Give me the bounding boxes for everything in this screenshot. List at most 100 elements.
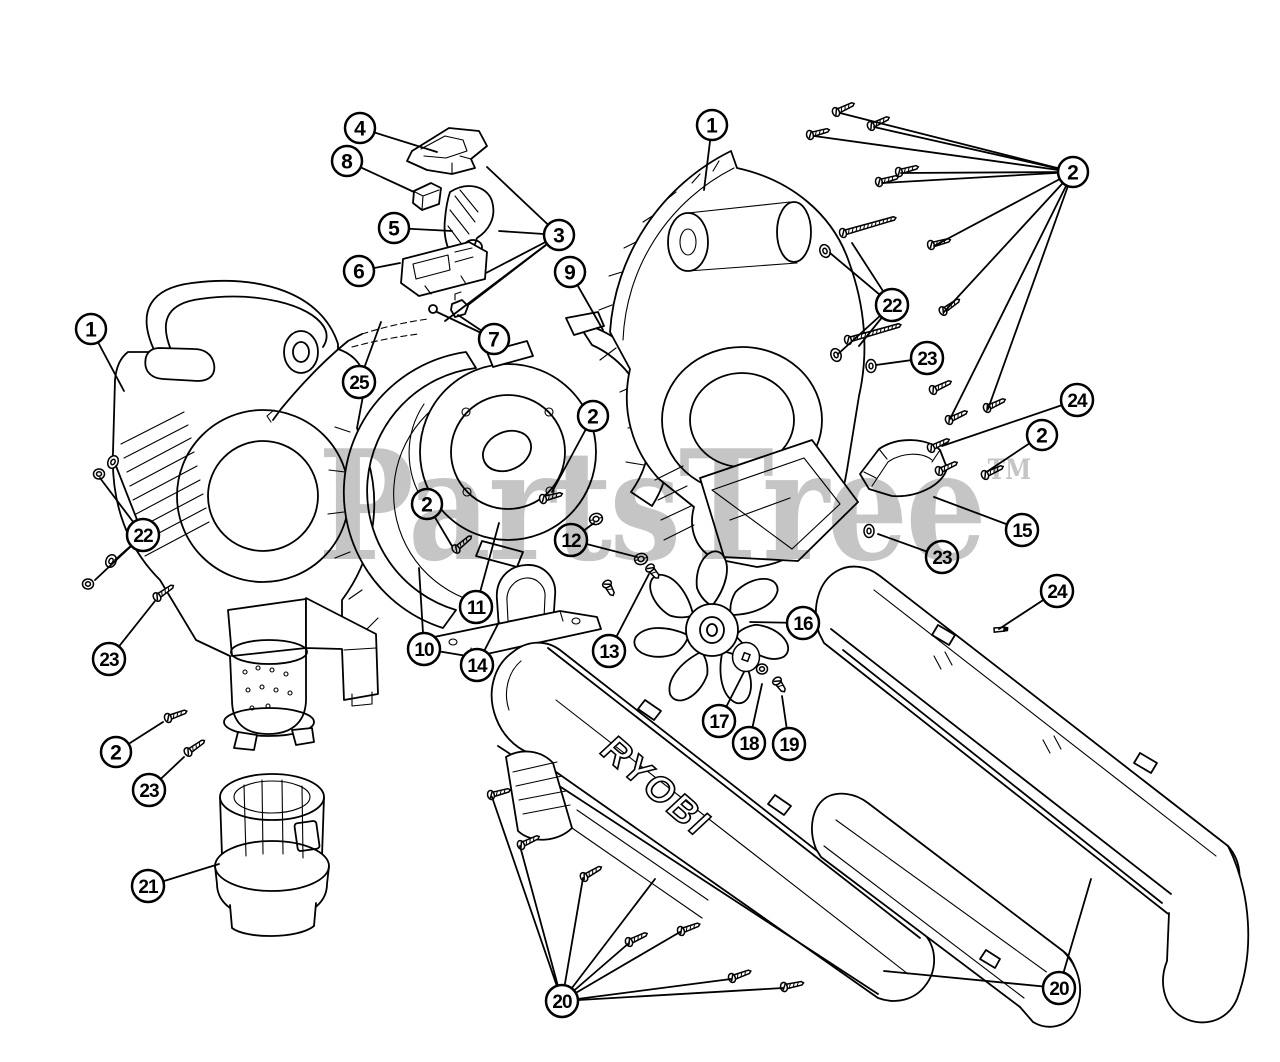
callout-1[interactable]: 1 [74, 312, 108, 346]
callout-number: 25 [349, 373, 370, 394]
screw-drawing [928, 380, 953, 396]
callout-24[interactable]: 24 [1039, 573, 1075, 609]
callout-25[interactable]: 25 [341, 364, 377, 400]
callout-9[interactable]: 9 [553, 255, 587, 289]
screw-drawing [934, 461, 959, 477]
screw-drawing [894, 164, 920, 178]
callout-16[interactable]: 16 [785, 605, 821, 641]
screw-drawing [926, 438, 951, 454]
clamp-bracket-drawing [433, 564, 602, 658]
leader-line [491, 796, 563, 1002]
impeller-fan-drawing [633, 550, 790, 704]
callout-14[interactable]: 14 [459, 647, 495, 683]
callout-number: 24 [1067, 391, 1088, 412]
callout-7[interactable]: 7 [477, 322, 511, 356]
leader-line [561, 931, 681, 1002]
callout-22[interactable]: 22 [125, 517, 161, 553]
callout-20[interactable]: 20 [1041, 970, 1077, 1006]
callout-2[interactable]: 2 [99, 735, 133, 769]
callout-18[interactable]: 18 [731, 725, 767, 761]
callout-3[interactable]: 3 [542, 218, 576, 252]
callout-6[interactable]: 6 [342, 254, 376, 288]
callout-2[interactable]: 2 [1025, 418, 1059, 452]
upper-tube-drawing: RYOBI [490, 641, 936, 1002]
callout-8[interactable]: 8 [330, 144, 364, 178]
callout-1[interactable]: 1 [695, 108, 729, 142]
screw-drawing [486, 787, 512, 801]
callout-11[interactable]: 11 [458, 589, 494, 625]
callout-number: 5 [388, 218, 400, 241]
callout-22[interactable]: 22 [874, 287, 910, 323]
callout-23[interactable]: 23 [909, 340, 945, 376]
callout-20[interactable]: 20 [544, 983, 580, 1019]
screw-drawing [163, 709, 188, 724]
screw-drawing [866, 116, 891, 132]
leader-line [561, 987, 784, 1002]
leader-line [941, 399, 1078, 447]
callout-number: 21 [138, 877, 159, 898]
callout-12[interactable]: 12 [553, 522, 589, 558]
callout-15[interactable]: 15 [1004, 512, 1040, 548]
callout-2[interactable]: 2 [1056, 155, 1090, 189]
lower-tube-drawing [811, 565, 1250, 1028]
callout-number: 13 [599, 642, 619, 663]
callout-number: 14 [467, 656, 488, 677]
callout-number: 6 [353, 261, 365, 284]
washer-drawing [106, 454, 120, 470]
right-blower-housing-drawing [598, 150, 866, 568]
callout-number: 23 [917, 349, 937, 370]
screw-drawing [676, 922, 701, 937]
nozzle-cup-drawing [214, 773, 330, 937]
screw-drawing [152, 584, 175, 602]
callout-10[interactable]: 10 [406, 631, 442, 667]
screw-drawing [538, 491, 564, 505]
pin-drawing [993, 626, 1009, 633]
callout-23[interactable]: 23 [91, 641, 127, 677]
screw-drawing [451, 535, 473, 554]
washer-drawing [863, 523, 875, 539]
left-blower-housing-drawing [111, 280, 379, 751]
callout-number: 7 [488, 329, 500, 352]
callout-number: 23 [99, 650, 119, 671]
leader-line [486, 166, 560, 236]
callout-4[interactable]: 4 [343, 111, 377, 145]
callout-number: 22 [882, 296, 902, 317]
screw-drawing [579, 865, 603, 883]
callout-23[interactable]: 23 [131, 772, 167, 808]
callout-19[interactable]: 19 [771, 726, 807, 762]
callout-17[interactable]: 17 [701, 703, 737, 739]
callout-number: 2 [110, 742, 122, 765]
smallbolt-drawing [772, 676, 786, 693]
leader-line [519, 845, 563, 1002]
disc-drawing [731, 641, 761, 673]
leader-line [873, 126, 1074, 173]
callout-number: 20 [552, 992, 572, 1013]
callout-5[interactable]: 5 [377, 211, 411, 245]
callout-number: 1 [85, 319, 97, 342]
callout-24[interactable]: 24 [1059, 382, 1095, 418]
flangenut-drawing [633, 552, 649, 566]
callout-2[interactable]: 2 [410, 487, 444, 521]
flangenut-drawing [588, 512, 604, 526]
washer-drawing [865, 358, 877, 374]
washer-drawing [830, 347, 842, 363]
callout-number: 18 [739, 734, 759, 755]
callout-number: 19 [779, 735, 799, 756]
callout-number: 3 [553, 225, 565, 248]
callout-13[interactable]: 13 [591, 633, 627, 669]
leader-line [813, 135, 1074, 173]
callout-number: 12 [561, 531, 581, 552]
nut-drawing [755, 663, 769, 675]
leader-line [561, 878, 656, 1002]
callout-2[interactable]: 2 [576, 399, 610, 433]
callout-23[interactable]: 23 [924, 539, 960, 575]
leader-line [949, 171, 1074, 420]
trigger-parts-drawing [400, 127, 495, 318]
leader-line [943, 171, 1074, 313]
leader-line [1058, 878, 1092, 989]
nut-drawing [92, 468, 106, 480]
screw-drawing [805, 127, 831, 141]
callout-21[interactable]: 21 [130, 868, 166, 904]
